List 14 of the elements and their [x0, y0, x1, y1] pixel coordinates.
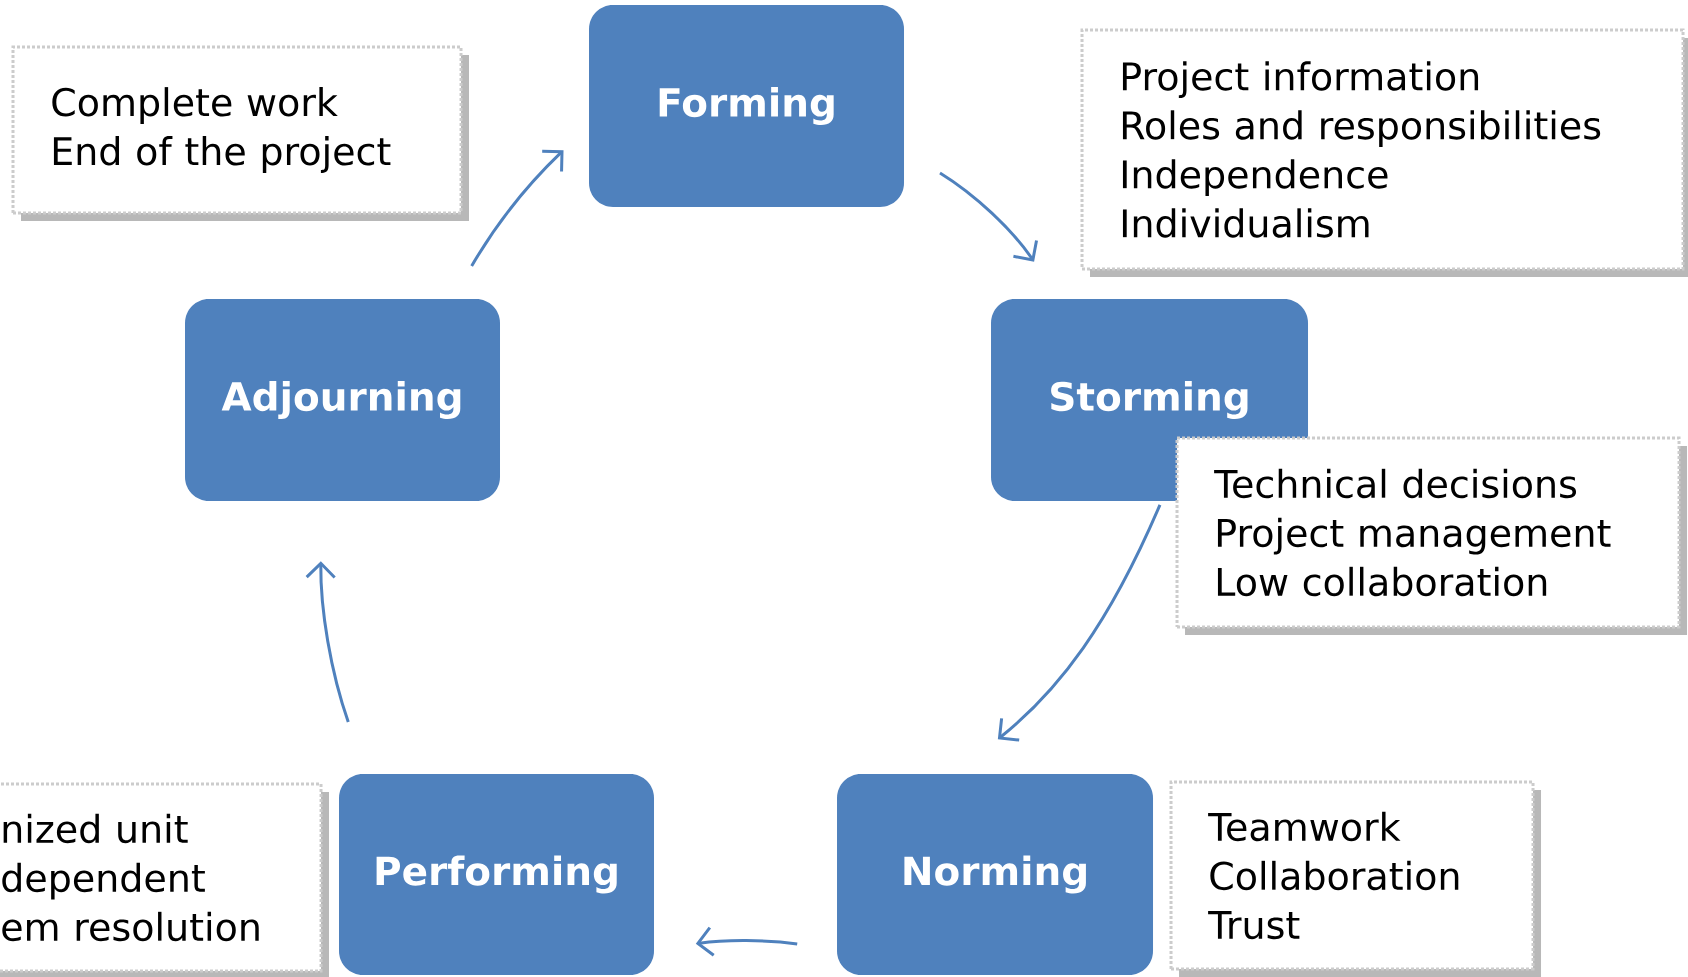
arrow — [997, 504, 1162, 742]
stage-box: Norming — [837, 774, 1153, 975]
note-box: Project information Roles and responsibilities Independence Individualism — [1080, 28, 1688, 277]
arrow — [939, 171, 1038, 262]
note-box: Technical decisions Project management Low collaboration — [1175, 436, 1687, 635]
stage-box: Performing — [339, 774, 654, 975]
stage-box: Forming — [589, 5, 904, 207]
note-box: Complete work End of the project — [11, 45, 469, 221]
stage-box: Adjourning — [185, 299, 500, 501]
arrow — [305, 561, 350, 723]
note-box: nized unit dependent em resolution — [0, 782, 329, 977]
arrow — [695, 926, 798, 957]
note-box: Teamwork Collaboration Trust — [1169, 780, 1541, 977]
arrow — [470, 149, 564, 267]
